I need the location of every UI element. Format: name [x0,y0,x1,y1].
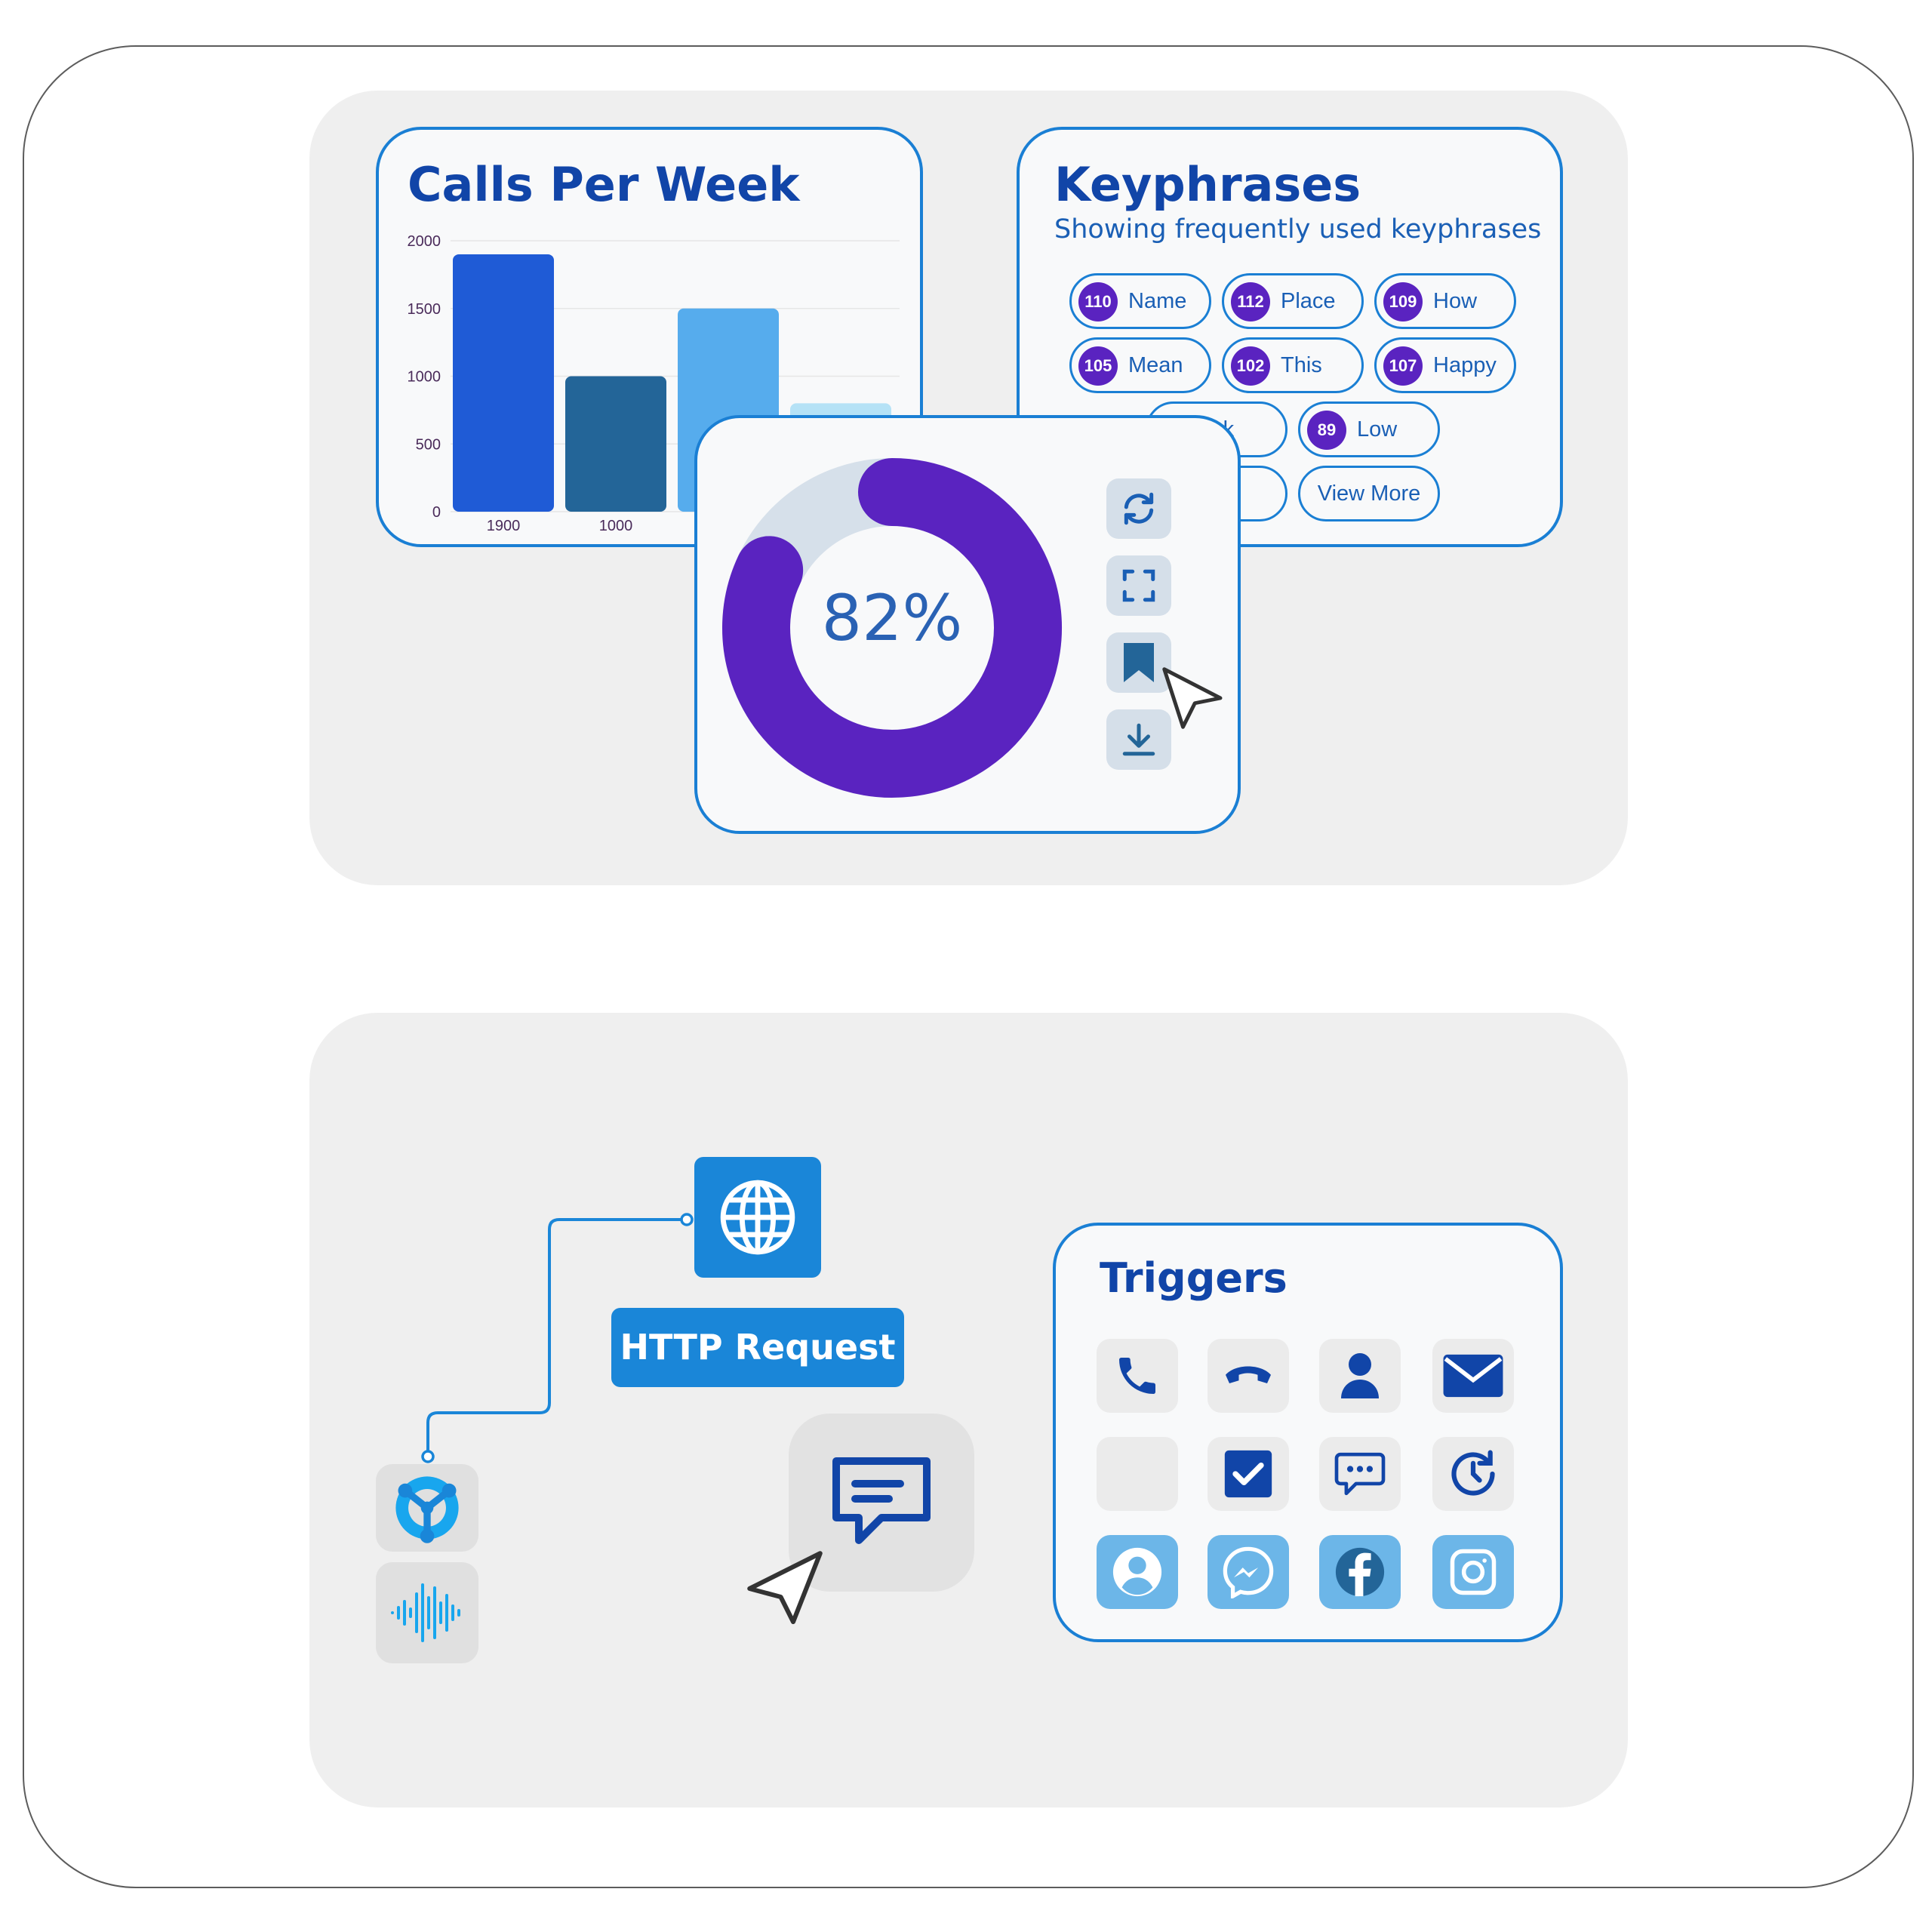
hang-up-trigger[interactable] [1208,1339,1289,1413]
bar[interactable] [453,254,554,512]
mouse-cursor-icon [1162,667,1223,729]
keyphrases-title: Keyphrases [1054,157,1361,212]
bar[interactable] [565,376,666,512]
person-icon [1341,1353,1379,1398]
checkbox-icon [1224,1450,1272,1498]
x-tick-label: 1900 [487,518,521,534]
keyphrase-label: Place [1281,289,1336,313]
chat-icon [832,1457,931,1544]
keyphrase-count: 112 [1231,282,1270,321]
keyphrase-label: Name [1128,289,1187,313]
keyphrase-count: 105 [1078,346,1118,386]
fullscreen-button[interactable] [1106,555,1171,616]
y-tick-label: 1000 [408,369,441,386]
connector-logo-icon [395,1476,459,1543]
keyphrase-label: Low [1357,417,1398,441]
facebook-icon [1335,1547,1385,1597]
audio-wave-icon [391,1583,460,1642]
messenger-trigger[interactable] [1208,1535,1289,1609]
hang-up-icon [1226,1366,1271,1383]
keyphrase-pill[interactable]: 102 This [1222,337,1364,393]
bookmark-button[interactable] [1106,632,1171,693]
user-trigger[interactable] [1097,1535,1178,1609]
clock-refresh-icon [1451,1450,1495,1496]
y-tick-label: 0 [432,504,441,521]
keyphrase-label: Happy [1433,353,1497,377]
fullscreen-icon [1122,569,1155,602]
keyphrase-pill[interactable]: 109 How [1374,273,1516,329]
instagram-trigger[interactable] [1432,1535,1514,1609]
view-more-label: View More [1317,481,1421,506]
download-button[interactable] [1106,709,1171,770]
messenger-icon [1223,1546,1274,1598]
checkbox-trigger[interactable] [1208,1437,1289,1511]
refresh-icon [1124,492,1154,525]
refresh-button[interactable] [1106,478,1171,539]
view-more-button[interactable]: View More [1298,466,1440,521]
http-request-label[interactable]: HTTP Request [611,1308,904,1387]
http-node[interactable] [694,1157,821,1278]
mail-trigger[interactable] [1432,1339,1514,1413]
phone-trigger[interactable] [1097,1339,1178,1413]
keyphrase-count: 109 [1383,282,1423,321]
keyphrase-count: 107 [1383,346,1423,386]
message-dots-icon [1334,1452,1386,1496]
instagram-icon [1450,1549,1497,1595]
empty-trigger-slot[interactable] [1097,1437,1178,1511]
globe-icon [720,1180,795,1255]
user-circle-icon [1112,1547,1162,1597]
triggers-title: Triggers [1100,1254,1287,1302]
keyphrase-pill[interactable]: 89 Low [1298,401,1440,457]
donut-percentage: 82% [821,581,963,655]
keyphrase-count: 110 [1078,282,1118,321]
y-tick-label: 2000 [408,233,441,250]
keyphrase-pill[interactable]: 110 Name [1069,273,1211,329]
chat-tile[interactable] [789,1414,974,1592]
facebook-trigger[interactable] [1319,1535,1401,1609]
x-tick-label: 1000 [599,518,633,534]
y-tick-label: 1500 [408,301,441,318]
keyphrase-label: This [1281,353,1322,377]
connector-tile[interactable] [376,1464,478,1552]
phone-icon [1119,1358,1155,1394]
keyphrase-pill[interactable]: 107 Happy [1374,337,1516,393]
download-icon [1122,723,1155,756]
keyphrase-pill[interactable]: 105 Mean [1069,337,1211,393]
audio-tile[interactable] [376,1562,478,1663]
keyphrase-pill[interactable]: 112 Place [1222,273,1364,329]
y-tick-label: 500 [416,436,441,453]
message-trigger[interactable] [1319,1437,1401,1511]
mail-icon [1443,1354,1503,1398]
person-trigger[interactable] [1319,1339,1401,1413]
keyphrase-label: Mean [1128,353,1183,377]
keyphrases-subtitle: Showing frequently used keyphrases [1054,214,1542,245]
calls-card-title: Calls Per Week [408,157,800,212]
keyphrase-label: How [1433,289,1478,313]
mouse-cursor-icon [747,1551,823,1625]
keyphrase-count: 102 [1231,346,1270,386]
bookmark-icon [1124,643,1154,682]
keyphrase-count: 89 [1307,411,1346,450]
schedule-trigger[interactable] [1432,1437,1514,1511]
